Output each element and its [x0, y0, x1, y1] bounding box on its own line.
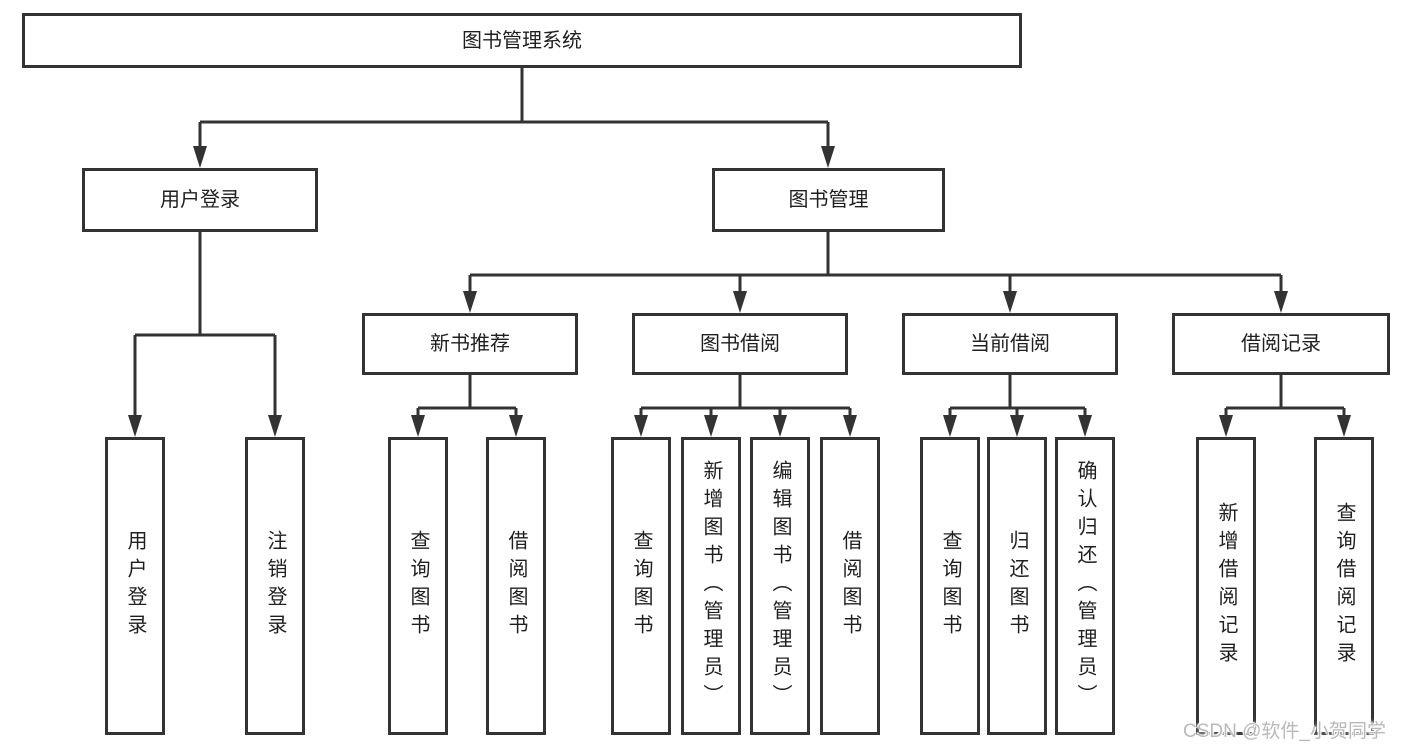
node-label: 用户登录 — [160, 189, 240, 211]
node-label: 查询借阅记录 — [1333, 502, 1355, 670]
node-current-borrow: 当前借阅 — [902, 313, 1118, 375]
leaf-add-borrow-record: 新增借阅记录 — [1196, 437, 1256, 735]
leaf-user-login: 用户登录 — [105, 437, 165, 735]
arrowheads — [128, 146, 1351, 437]
node-label: 确认归还（管理员） — [1074, 460, 1096, 712]
node-label: 编辑图书（管理员） — [769, 460, 791, 712]
leaf-borrow-books: 借阅图书 — [820, 437, 880, 735]
leaf-query-books-borrow: 查询图书 — [611, 437, 671, 735]
leaf-query-books-recommend: 查询图书 — [388, 437, 448, 735]
node-borrow-records: 借阅记录 — [1172, 313, 1390, 375]
node-label: 归还图书 — [1006, 530, 1028, 642]
node-new-book-recommend: 新书推荐 — [362, 313, 578, 375]
leaf-query-books-current: 查询图书 — [920, 437, 980, 735]
leaf-logout: 注销登录 — [245, 437, 305, 735]
node-book-management: 图书管理 — [712, 168, 945, 232]
node-label: 注销登录 — [264, 530, 286, 642]
leaf-query-borrow-record: 查询借阅记录 — [1314, 437, 1374, 735]
node-label: 查询图书 — [630, 530, 652, 642]
node-label: 图书借阅 — [700, 333, 780, 355]
node-label: 图书管理 — [788, 189, 869, 211]
leaf-add-books-admin: 新增图书（管理员） — [681, 437, 741, 735]
node-label: 当前借阅 — [970, 333, 1050, 355]
node-book-borrow: 图书借阅 — [632, 313, 848, 375]
node-label: 查询图书 — [407, 530, 429, 642]
node-user-login: 用户登录 — [82, 168, 318, 232]
node-label: 新增借阅记录 — [1215, 502, 1237, 670]
leaf-edit-books-admin: 编辑图书（管理员） — [750, 437, 810, 735]
node-label: 新增图书（管理员） — [700, 460, 722, 712]
leaf-return-books: 归还图书 — [987, 437, 1047, 735]
node-root-system: 图书管理系统 — [22, 13, 1022, 68]
csdn-watermark: CSDN @软件_小贺同学 — [1183, 721, 1386, 742]
node-label: 借阅图书 — [839, 530, 861, 642]
leaf-borrow-books-recommend: 借阅图书 — [486, 437, 546, 735]
node-label: 查询图书 — [939, 530, 961, 642]
leaf-confirm-return-admin: 确认归还（管理员） — [1055, 437, 1115, 735]
node-label: 借阅图书 — [505, 530, 527, 642]
node-label: 图书管理系统 — [462, 29, 582, 52]
node-label: 借阅记录 — [1241, 333, 1321, 355]
node-label: 新书推荐 — [430, 333, 510, 355]
node-label: 用户登录 — [124, 530, 146, 642]
